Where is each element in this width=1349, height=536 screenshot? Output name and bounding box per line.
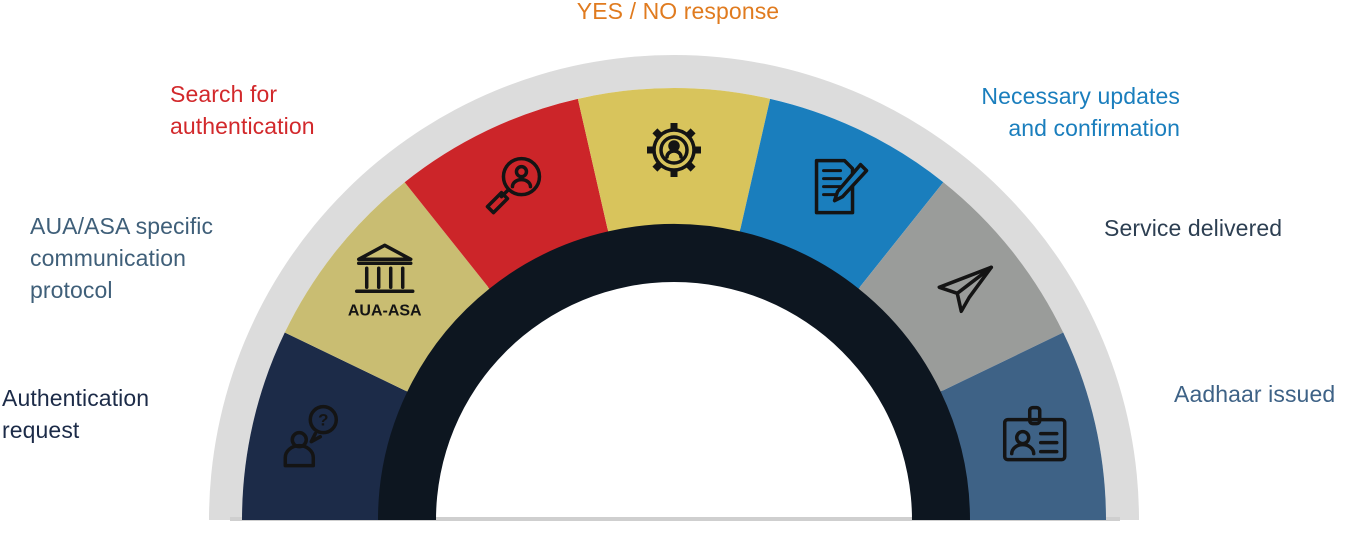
id-card-icon: [1002, 405, 1067, 462]
segment-authentication-request: [242, 332, 408, 520]
arc-segments: [242, 88, 1106, 520]
paper-plane-icon: [937, 265, 994, 314]
search-user-icon: [485, 156, 542, 215]
user-question-icon: ?: [283, 404, 339, 468]
segment-yes-no-response: [577, 88, 771, 232]
aua-asa-icon-caption: AUA-ASA: [348, 302, 422, 319]
label-authentication-request: Authentication request: [2, 385, 150, 443]
inner-dark-band: [376, 222, 972, 520]
segment-aua-asa-protocol: [284, 182, 490, 392]
step-icons: ? AUA-ASA: [283, 123, 1067, 468]
baseline: [230, 517, 1120, 521]
label-necessary-updates: Necessary updates and confirmation: [981, 83, 1180, 141]
label-aadhaar-issued: Aadhaar issued: [1174, 381, 1336, 407]
label-service-delivered: Service delivered: [1104, 215, 1283, 241]
bank-building-icon: AUA-ASA: [348, 243, 422, 319]
label-search-authentication: Search for authentication: [170, 81, 315, 139]
label-aua-asa-protocol: AUA/ASA specific communication protocol: [30, 213, 214, 303]
segment-service-delivered: [858, 182, 1064, 392]
label-yes-no-response: YES / NO response: [576, 0, 780, 24]
gear-user-icon: [647, 123, 701, 177]
svg-text:?: ?: [318, 411, 328, 430]
document-edit-icon: [814, 158, 869, 215]
arc-bands: [209, 55, 1139, 521]
segment-aadhaar-issued: [940, 332, 1106, 520]
